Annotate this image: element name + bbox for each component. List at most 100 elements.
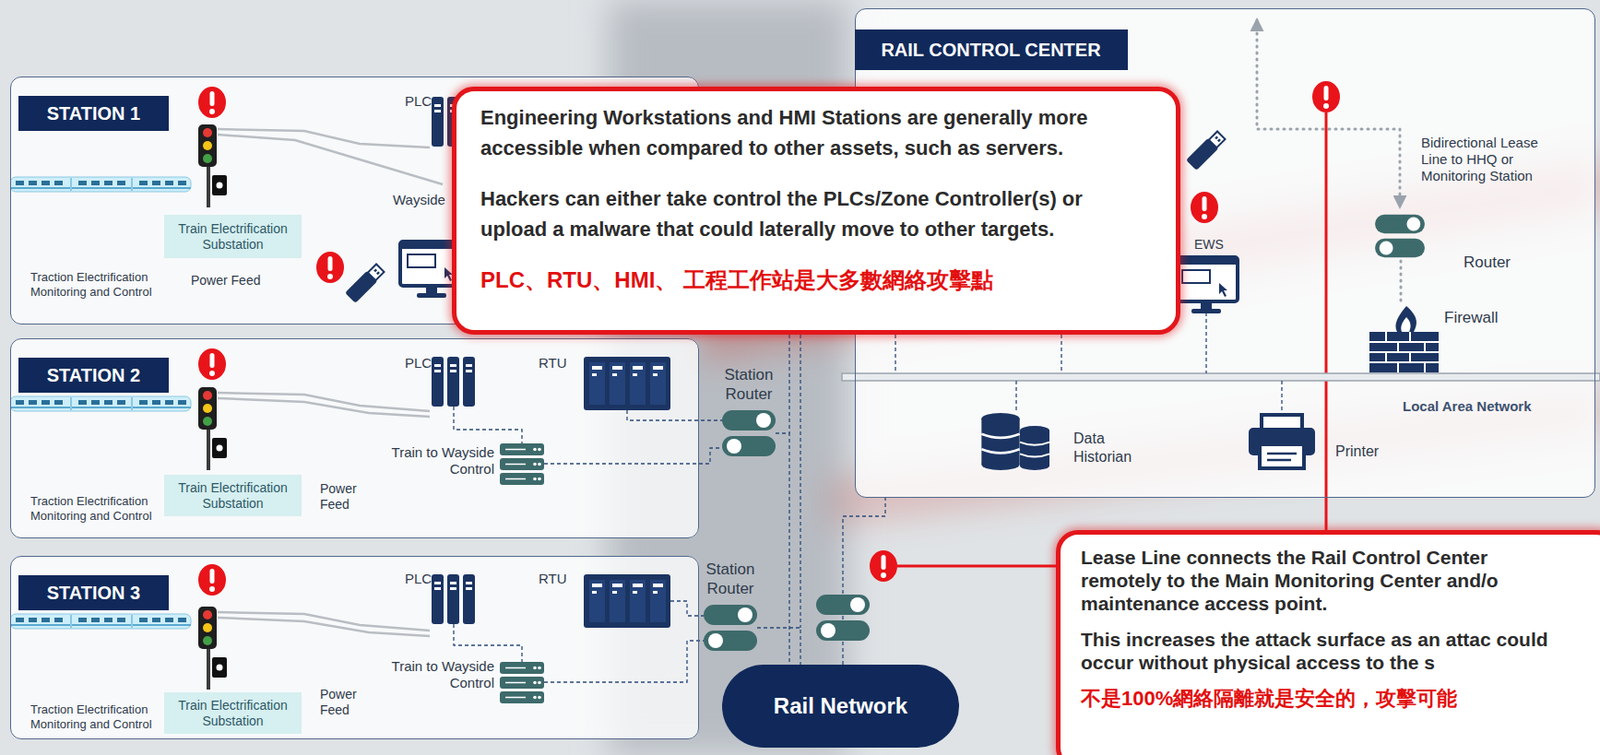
control-center-illustration-part-part [1267,453,1297,461]
station-2-illustration-part [10,396,191,412]
control-center-illustration-part-part [1369,331,1439,373]
text-label: Traction Electrification Monitoring and … [30,702,162,733]
substation-box: Train Electrification Substation [164,474,302,517]
text-label: Traction Electrification Monitoring and … [30,494,162,524]
station-3-illustration-part [198,606,227,690]
router-label: Router [1463,253,1511,273]
text-label: PLC [404,570,432,588]
station-2-illustration-part [499,443,545,486]
router-label: Station Router [714,365,783,404]
router-label: Station Router [696,559,765,599]
callout-box: Engineering Workstations and HMI Station… [451,86,1181,335]
rail-network-illustration-part [897,565,1056,569]
station-3-illustration-part [198,564,226,596]
station-3-illustration [10,564,758,704]
station-3-illustration-part [217,612,430,637]
text-label: Printer [1335,443,1379,461]
rail-network-illustration-part [816,594,870,641]
station-heading: STATION 1 [18,95,169,131]
station-2-illustration-part [198,387,227,471]
station-1-illustration-part [217,129,443,185]
control-center-illustration-part [1312,81,1340,113]
station-panel: STATION 2 Train Electrification Substatio… [10,338,700,539]
callout-text: This increases the attack surface as an … [1080,628,1573,675]
control-center-illustration-part-part [1369,331,1439,373]
rail-network-illustration-part [869,550,898,582]
callout-box: Lease Line connects the Rail Control Cen… [1055,530,1600,755]
control-center-illustration-part-part [1395,306,1416,332]
station-heading: STATION 2 [18,357,169,393]
station-1-illustration-part [198,124,227,208]
text-label: RTU [538,355,568,372]
station-3-illustration-part [10,614,191,629]
router-node: Router [1374,213,1427,261]
station-1-illustration-part [198,86,226,119]
text-label: Traction Electrification Monitoring and … [30,270,162,300]
station-1-illustration-part [10,177,191,192]
control-center-illustration-part [981,413,1020,471]
station-2-illustration [10,348,776,486]
text-label: Power Feed [320,481,365,513]
callout-text: Hackers can either take control the PLCs… [480,183,1152,245]
text-label: EWS [1194,236,1224,253]
text-label: PLC [404,93,432,110]
box-label: Train Electrification Substation [168,221,297,253]
control-center-illustration-part [1369,306,1439,373]
callout-text: Engineering Workstations and HMI Station… [480,102,1152,164]
station-router: Station Router [722,407,776,460]
text-label: Bidirectional Lease Line to HHQ or Monit… [1421,134,1560,185]
station-3-illustration-part [583,574,671,629]
control-center-illustration-part [1185,130,1227,171]
firewall-node: Firewall [1370,305,1440,374]
control-center-illustration-part-part [1259,444,1304,469]
box-label: Train Electrification Substation [168,698,297,730]
station-1-illustration-part [344,262,386,304]
center-heading: RAIL CONTROL CENTER [854,29,1128,71]
station-2-illustration-part [217,392,430,417]
control-center-illustration-part [841,373,1600,381]
control-center-illustration-part-part [1261,414,1303,430]
control-center-illustration-part [1374,214,1425,258]
panel-ground [10,338,700,539]
callout-text: 不是100%網絡隔離就是安全的，攻擊可能 [1080,687,1573,711]
text-label: Power Feed [190,272,261,289]
callout-text: PLC、RTU、HMI、 工程工作站是大多數網絡攻擊點 [480,264,1152,296]
station-2-illustration-part [583,356,671,411]
network-label: Rail Network [773,693,908,720]
control-center-illustration-part-part [1400,317,1411,332]
station-2-illustration-part [431,356,475,407]
station-3-illustration-part [431,574,475,625]
text-label: Train to Wayside Control [365,658,495,692]
control-center-illustration-part [1019,426,1050,471]
station-heading: STATION 3 [18,575,169,611]
text-label: RTU [538,570,568,588]
station-router: Station Router [703,602,758,654]
connector [775,433,790,665]
text-label: Wayside [392,191,446,209]
station-1-illustration-part [316,251,344,284]
connector [757,628,801,665]
station-2-illustration-part [722,410,776,457]
text-label: Local Area Network [1402,398,1532,415]
station-3-illustration-part [703,604,758,652]
control-center-illustration-part [1248,414,1316,469]
text-label: Train to Wayside Control [365,444,495,478]
control-center-illustration-part [1190,191,1219,224]
text-label: Power Feed [320,687,365,719]
box-label: Train Electrification Substation [168,480,297,512]
text-label: Data Historian [1073,429,1148,467]
substation-box: Train Electrification Substation [164,692,302,735]
firewall-label: Firewall [1444,308,1499,328]
control-center-illustration-part [1174,257,1238,314]
panel-ground [10,556,700,740]
substation-box: Train Electrification Substation [164,214,302,259]
rail-network: Rail Network [722,664,960,748]
control-center-illustration-part [1325,112,1328,531]
connector [1399,260,1403,306]
callout-text: Lease Line connects the Rail Control Cen… [1080,545,1573,616]
station-1-illustration [10,86,475,304]
text-label: PLC [404,355,432,372]
control-center-illustration-part [1256,20,1400,207]
